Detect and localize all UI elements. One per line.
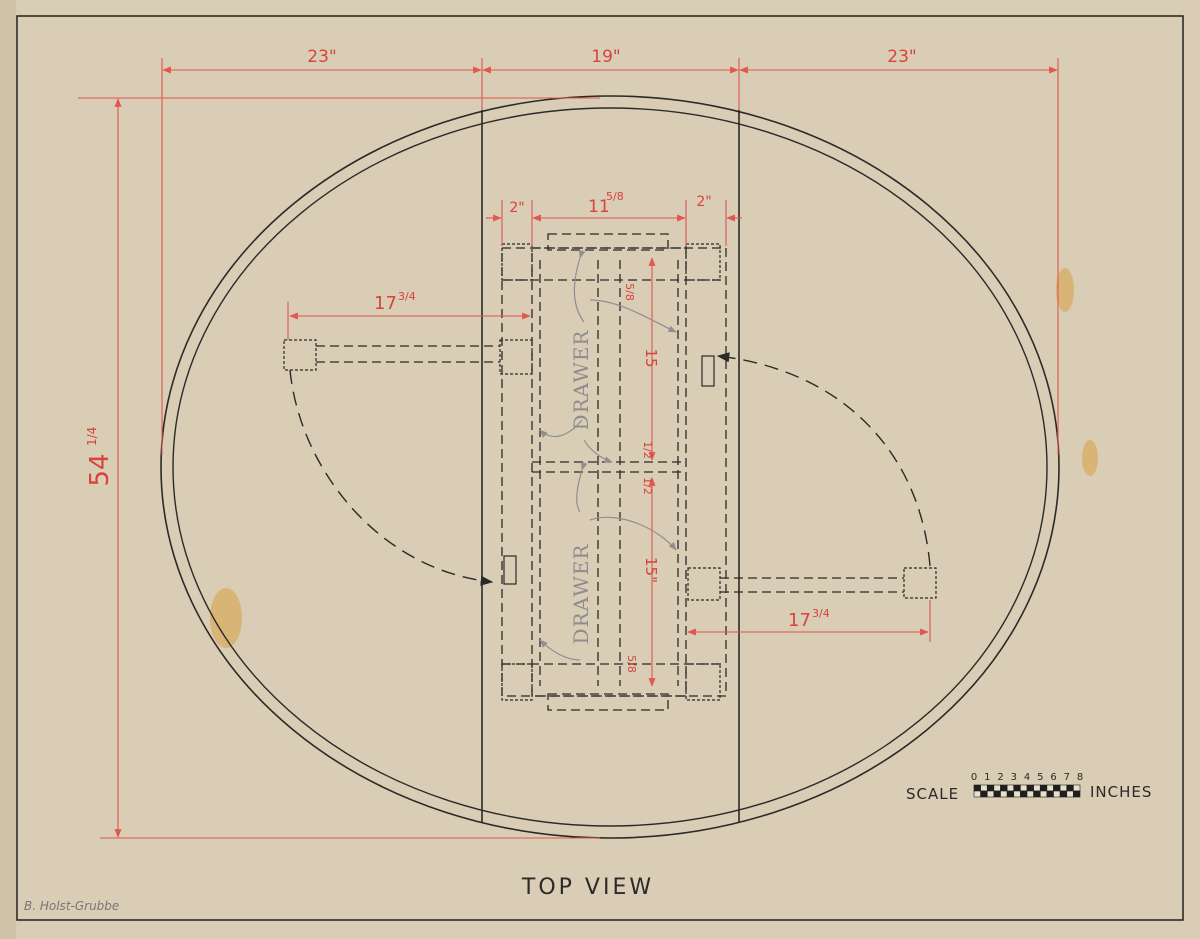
- scale-tick-label: 3: [1011, 772, 1017, 783]
- scale-check-cell: [1006, 790, 1015, 798]
- dim-swing-arm-left-frac: 3/4: [398, 290, 416, 303]
- dim-left-leaf: 23": [307, 47, 336, 67]
- scale-label: SCALE: [906, 785, 959, 803]
- scale-check-cell: [1066, 784, 1074, 792]
- drawing-title: TOP VIEW: [521, 875, 654, 900]
- scale-check-cell: [993, 790, 1001, 798]
- frame-dimension-lines: [287, 200, 931, 687]
- dim-swing-arm-left: 17: [374, 293, 397, 314]
- scale-unit: INCHES: [1090, 783, 1152, 801]
- overall-dimension-lines: [78, 58, 1059, 839]
- dim-gap-lower: 1/2: [641, 477, 654, 495]
- scale-check-cell: [1046, 784, 1054, 792]
- scale-tick-label: 4: [1024, 772, 1030, 783]
- dim-rail-top: 5/8: [623, 283, 636, 301]
- scale-check-cell: [1066, 790, 1074, 798]
- scale-check-cell: [1013, 784, 1021, 792]
- dim-rail-bottom: 5/8: [625, 655, 638, 673]
- scale-check-cell: [980, 790, 988, 798]
- scale-checker-bar: [973, 784, 1081, 798]
- swing-arm-left: [283, 339, 533, 586]
- dim-overall-length: 54: [85, 453, 115, 486]
- drawing-border: [16, 15, 1184, 921]
- scale-tick-label: 7: [1064, 772, 1070, 783]
- scale-check-cell: [1033, 784, 1041, 792]
- scale-check-cell: [993, 784, 1001, 792]
- dim-overall-length-frac: 1/4: [85, 427, 99, 446]
- drawer-label-upper: DRAWER: [569, 330, 593, 431]
- scale-tick-label: 8: [1077, 772, 1083, 783]
- scale-check-cell: [1059, 790, 1068, 798]
- dim-right-leaf: 23": [887, 47, 916, 67]
- scale-check-cell: [1073, 790, 1081, 798]
- scale-check-cell: [1046, 790, 1054, 798]
- dim-frame-width-frac: 5/8: [606, 190, 624, 203]
- frame-hidden-lines: [501, 233, 727, 711]
- paper-shadow-edge: [0, 0, 16, 939]
- scale-tick-label: 6: [1050, 772, 1056, 783]
- scale-tick-label: 5: [1037, 772, 1043, 783]
- dim-drawer-lower-len: 15": [642, 557, 660, 583]
- paper-stains: [210, 268, 1098, 648]
- scale-tick-label: 1: [984, 772, 990, 783]
- drawer-label-lower: DRAWER: [569, 544, 593, 645]
- dim-leg-offset-left: 2": [509, 200, 524, 216]
- scale-tick-label: 2: [997, 772, 1003, 783]
- scale-check-cell: [1000, 790, 1008, 798]
- scale-check-cell: [980, 784, 988, 792]
- scale-tick-label: 0: [971, 772, 977, 783]
- scale-check-cell: [1000, 784, 1008, 792]
- dim-swing-arm-right-frac: 3/4: [812, 607, 830, 620]
- scale-check-cell: [1053, 790, 1061, 798]
- scale-check-cell: [986, 790, 995, 798]
- dim-swing-arm-right: 17: [788, 610, 811, 631]
- scale-check-cell: [1073, 784, 1081, 792]
- drawer-pencil-leaders: [539, 249, 677, 661]
- dim-frame-width: 11: [588, 197, 610, 217]
- artist-signature: B. Holst-Grubbe: [24, 899, 119, 913]
- scale-check-cell: [1026, 784, 1034, 792]
- scale-check-cell: [973, 784, 981, 792]
- scale-check-cell: [986, 784, 995, 792]
- scale-check-cell: [1059, 784, 1068, 792]
- scale-check-cell: [1053, 784, 1061, 792]
- scale-check-cell: [1039, 790, 1048, 798]
- dim-drawer-upper-len: 15: [642, 348, 660, 367]
- dim-leg-offset-right: 2": [696, 194, 711, 210]
- scale-check-cell: [1026, 790, 1034, 798]
- dim-center-width: 19": [591, 47, 620, 67]
- scale-check-cell: [1020, 790, 1028, 798]
- scale-check-cell: [1013, 790, 1021, 798]
- scale-check-cell: [1006, 784, 1015, 792]
- scale-check-cell: [973, 790, 981, 798]
- scale-check-cell: [1033, 790, 1041, 798]
- scale-check-cell: [1020, 784, 1028, 792]
- swing-arm-right: [687, 352, 937, 601]
- table-top-outline: [160, 95, 1060, 839]
- dim-gap-upper: 1/2: [641, 441, 654, 459]
- scale-check-cell: [1039, 784, 1048, 792]
